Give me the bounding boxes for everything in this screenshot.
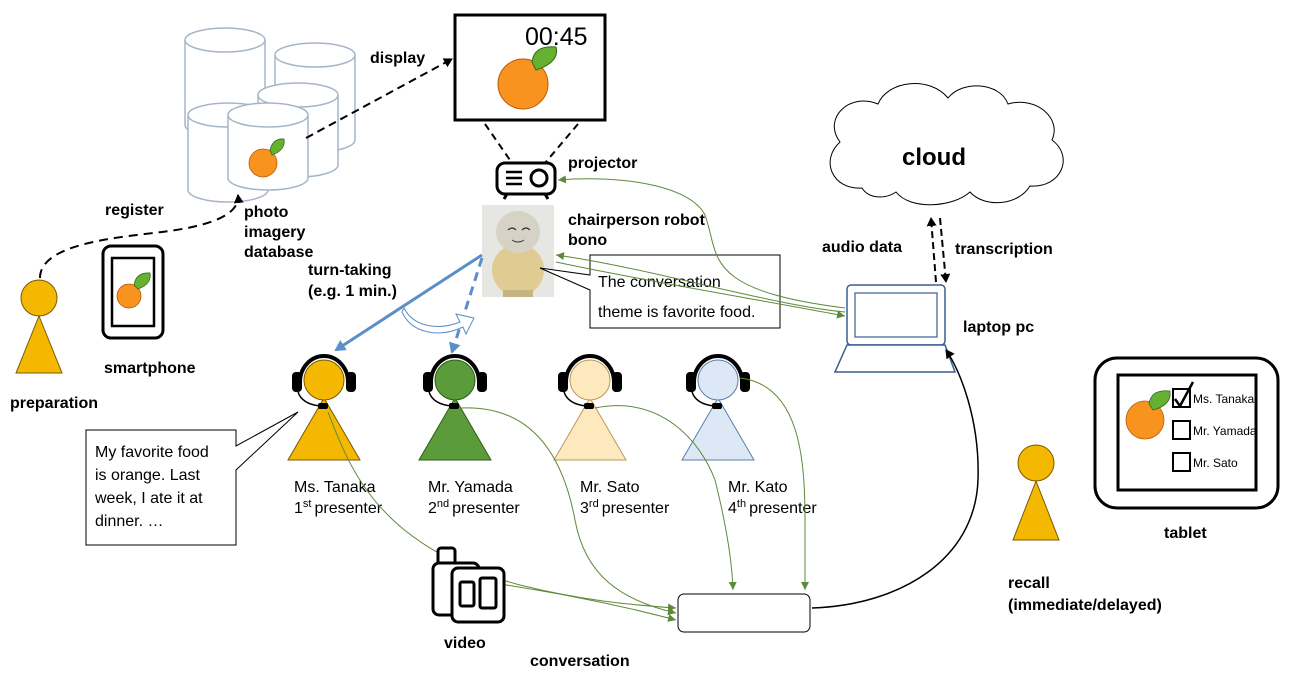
projector-icon	[495, 161, 557, 200]
cloud-icon	[829, 83, 1064, 206]
speech-line-4: dinner. …	[95, 513, 163, 530]
timer-text: 00:45	[525, 23, 588, 51]
presenter-2-ordinal: 2	[428, 500, 437, 517]
photo-db-label-1: photo	[244, 204, 289, 221]
laptop-label: laptop pc	[963, 319, 1034, 336]
flow-robot-to-laptop	[555, 261, 846, 319]
tablet-checkbox-1	[1172, 381, 1195, 409]
presenter-1-role: presenter	[314, 500, 382, 517]
turn-taking-label-1: turn-taking	[308, 262, 392, 279]
turn-arrow-solid	[334, 253, 483, 352]
presenter-4-role: presenter	[749, 500, 817, 517]
audio-data-label: audio data	[822, 239, 902, 256]
cloud-label: cloud	[902, 144, 966, 171]
orange-photo-icon	[248, 138, 285, 178]
speech-line-2: is orange. Last	[95, 467, 201, 484]
recall-label-1: recall	[1008, 575, 1050, 592]
presenter-2-suffix: nd	[437, 498, 449, 510]
turn-curved-arrow-icon	[401, 306, 475, 336]
flow-presenter-2	[459, 407, 677, 616]
chairperson-label-2: bono	[568, 232, 607, 249]
presenter-4-suffix: th	[737, 498, 746, 510]
robot-speech-bubble	[539, 254, 781, 329]
conversation-box	[677, 593, 811, 633]
smartphone-icon	[101, 244, 165, 340]
presenter-1-name: Ms. Tanaka	[294, 479, 376, 496]
presenter-3-icon	[553, 354, 627, 461]
speech-line-1: My favorite food	[95, 444, 209, 461]
register-arrow	[39, 194, 244, 279]
display-arrow	[305, 58, 453, 139]
projector-label: projector	[568, 155, 637, 172]
flow-laptop-to-robot	[555, 252, 846, 313]
projector-beam-right	[544, 123, 579, 164]
presenter-1-suffix: st	[303, 498, 312, 510]
video-camera-icon	[431, 546, 506, 624]
database-icon	[184, 27, 356, 203]
preparation-person-icon	[15, 279, 63, 374]
orange-display-icon	[497, 46, 558, 110]
projector-beam-left	[484, 123, 513, 164]
robot-bubble-line-2: theme is favorite food.	[598, 304, 755, 321]
robot-photo	[482, 205, 554, 297]
chairperson-label-1: chairperson robot	[568, 212, 706, 229]
tablet-label: tablet	[1164, 525, 1207, 542]
audio-data-arrow	[926, 217, 937, 283]
presenter-1-icon	[287, 354, 361, 461]
smartphone-label: smartphone	[104, 360, 196, 377]
register-label: register	[105, 202, 164, 219]
presenter-2-role: presenter	[452, 500, 520, 517]
display-label: display	[370, 50, 425, 67]
recall-person-icon	[1012, 444, 1060, 541]
presenter-4-ordinal: 4	[728, 500, 737, 517]
tablet-item-3: Mr. Sato	[1193, 456, 1238, 470]
presenter-3-name: Mr. Sato	[580, 479, 640, 496]
video-label: video	[444, 635, 486, 652]
flow-conversation-to-laptop	[811, 349, 979, 609]
tablet-checkbox-3	[1172, 452, 1191, 472]
transcription-label: transcription	[955, 241, 1053, 258]
photo-db-label-3: database	[244, 244, 313, 261]
turn-taking-label-2: (e.g. 1 min.)	[308, 283, 397, 300]
presenter-2-name: Mr. Yamada	[428, 479, 513, 496]
photo-db-label-2: imagery	[244, 224, 305, 241]
laptop-icon	[833, 284, 957, 373]
presenter-4-icon	[681, 354, 755, 461]
flow-presenter-4	[739, 377, 809, 590]
flow-laptop-to-projector	[557, 175, 846, 309]
tablet-item-1: Ms. Tanaka	[1193, 392, 1254, 406]
speech-line-3: week, I ate it at	[94, 490, 203, 507]
tablet-checkbox-2	[1172, 420, 1191, 440]
conversation-label: conversation	[530, 653, 630, 670]
presenter-3-suffix: rd	[589, 498, 599, 510]
recall-label-2: (immediate/delayed)	[1008, 597, 1162, 614]
presenter-3-ordinal: 3	[580, 500, 589, 517]
turn-arrow-dashed	[449, 257, 484, 354]
presenter-speech-bubble	[85, 411, 299, 546]
flow-presenter-3	[594, 405, 737, 591]
presenter-1-ordinal: 1	[294, 500, 303, 517]
presenter-4-name: Mr. Kato	[728, 479, 788, 496]
transcription-arrow	[939, 217, 951, 283]
presenter-2-icon	[418, 354, 492, 461]
presenter-3-role: presenter	[602, 500, 670, 517]
preparation-label: preparation	[10, 395, 98, 412]
tablet-item-2: Mr. Yamada	[1193, 424, 1257, 438]
